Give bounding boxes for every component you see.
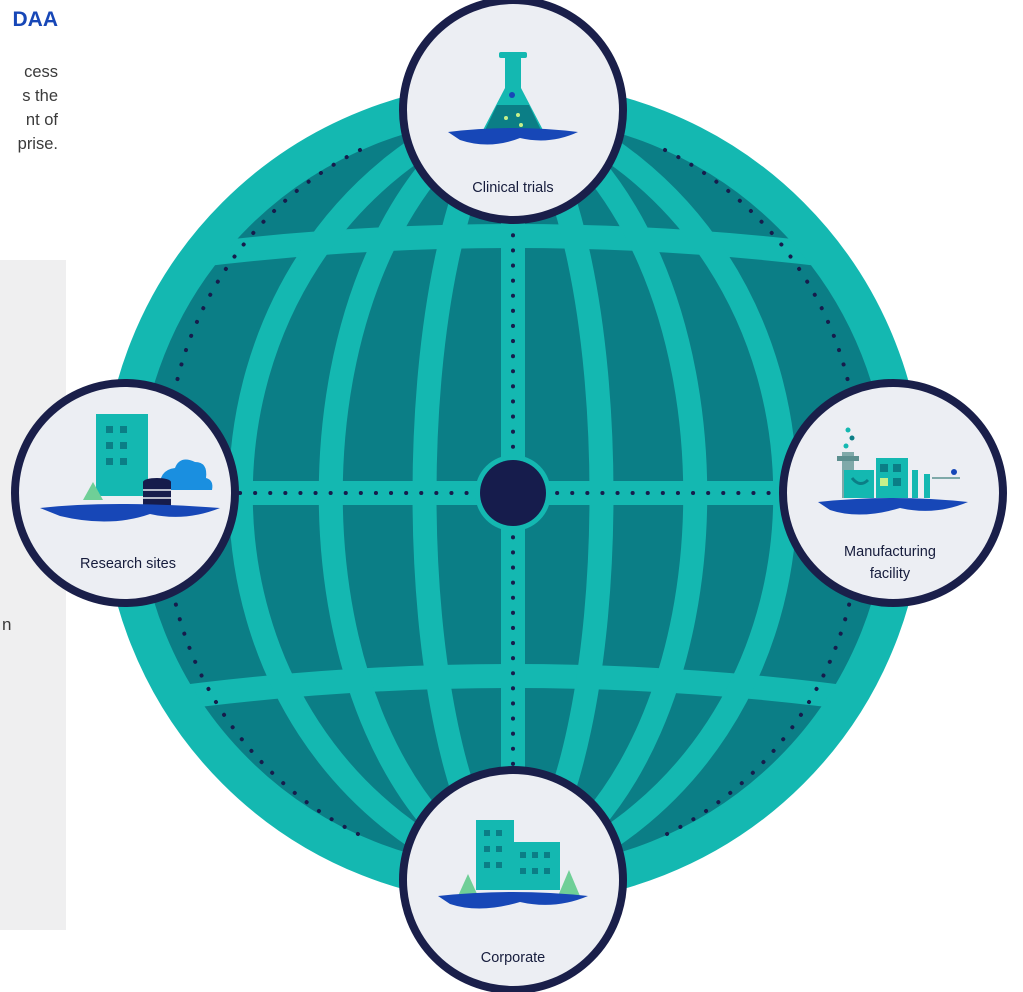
side-panel-text: n [2,615,12,634]
intro-line: prise. [17,135,58,153]
side-panel [0,260,66,930]
section-heading: DAA [12,8,59,31]
node-manufacturing-facility: Manufacturing facility [779,379,1007,607]
intro-line: nt of [25,111,58,129]
factory-icon [818,427,968,515]
hub [475,455,551,531]
office-buildings-icon [438,820,588,909]
node-research-sites: Research sites [11,379,239,607]
dotted-connections [168,148,857,837]
node-label: Manufacturing [844,544,936,560]
node-clinical-trials: Clinical trials [399,0,627,224]
node-label: facility [870,566,911,582]
node-label: Research sites [80,556,176,572]
building-database-icon [40,414,220,522]
node-corporate: Corporate [399,766,627,992]
intro-line: s the [22,87,58,105]
flask-icon [448,52,578,145]
node-label: Clinical trials [472,180,553,196]
node-label: Corporate [481,950,545,966]
intro-line: cess [24,63,58,81]
intro-paragraph: cess s the nt of prise. [18,60,58,156]
